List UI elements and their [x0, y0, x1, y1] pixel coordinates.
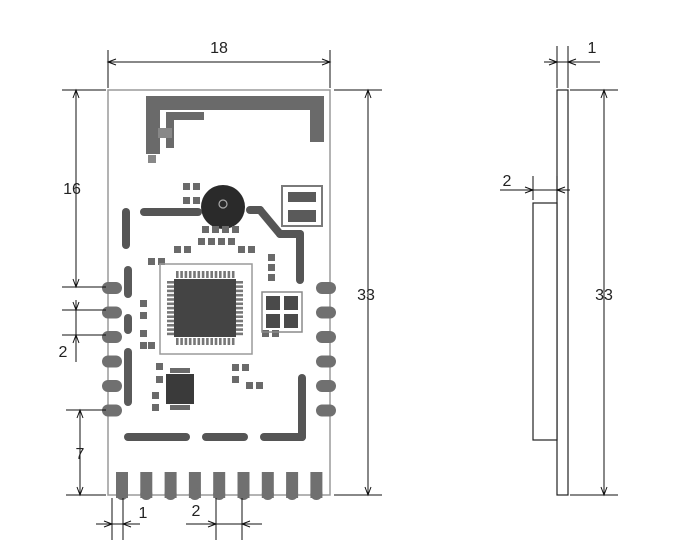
right-pad: [316, 282, 336, 294]
left-pad: [102, 282, 122, 294]
dim-pitch-label: 2: [59, 344, 68, 361]
bottom-edge-pads: [116, 472, 323, 500]
left-pad: [102, 306, 122, 319]
bottom-pad-end: [213, 488, 226, 500]
bottom-pad-end: [116, 488, 128, 500]
dim-bottom-height-label: 7: [76, 446, 85, 463]
bottom-pad-end: [188, 488, 201, 500]
dim-width-label: 18: [210, 40, 228, 57]
front-dimensions: [62, 50, 382, 540]
left-pad: [102, 404, 122, 417]
right-edge-pads: [316, 282, 336, 417]
right-pad: [316, 380, 336, 392]
right-pad: [316, 404, 336, 417]
quad-pad-component: [261, 291, 303, 333]
right-pad: [316, 306, 336, 319]
main-chip: [159, 263, 253, 355]
front-view: [102, 89, 336, 500]
front-dimension-labels: 18 16 2 7 33 1 2: [59, 40, 375, 522]
dim-pad-width-label: 1: [139, 505, 148, 522]
antenna-trace: [146, 96, 324, 163]
small-ic: [166, 368, 194, 410]
right-pad: [316, 355, 336, 368]
left-pad: [102, 380, 122, 392]
right-pad: [316, 331, 336, 343]
left-pad: [102, 331, 122, 343]
bottom-pad-end: [237, 488, 250, 500]
round-component: [201, 185, 245, 229]
dim-total-height-label: 33: [357, 287, 375, 304]
crystal-component: [281, 185, 323, 227]
bottom-pad-end: [140, 488, 153, 500]
side-dimensions: [500, 46, 618, 497]
dim-thickness-label: 1: [588, 40, 597, 57]
dim-offset-label: 2: [503, 173, 512, 190]
dim-pad-pitch-label: 2: [192, 503, 201, 520]
left-pad: [102, 355, 122, 368]
small-components: [140, 183, 279, 411]
side-board: [556, 89, 569, 496]
bottom-pad-end: [286, 488, 299, 500]
ground-trace-ring: [122, 206, 306, 441]
left-edge-pads: [102, 266, 132, 417]
dim-side-height-label: 33: [595, 287, 613, 304]
side-view: [532, 89, 569, 496]
bottom-pad-end: [261, 488, 274, 500]
side-shield: [532, 202, 558, 441]
side-dimension-labels: 1 2 33: [503, 40, 613, 304]
dim-top-height-label: 16: [63, 181, 81, 198]
bottom-pad-end: [310, 488, 323, 500]
bottom-pad-end: [164, 488, 177, 500]
